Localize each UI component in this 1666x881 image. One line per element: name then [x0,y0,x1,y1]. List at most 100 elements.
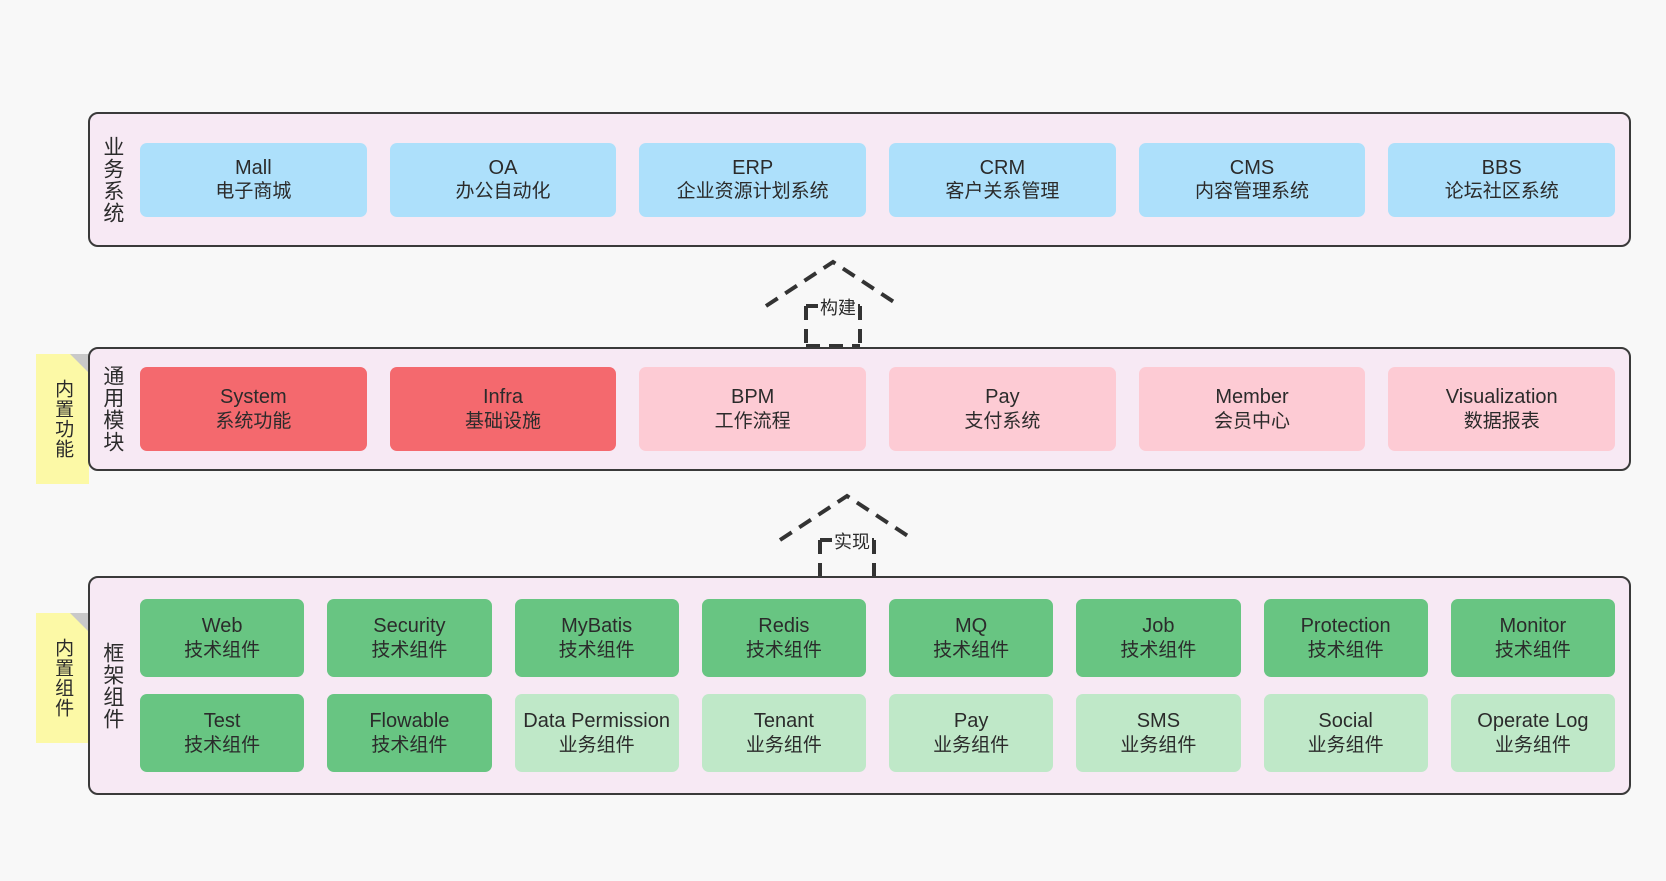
framework-tech-row: Web 技术组件 Security 技术组件 MyBatis 技术组件 Redi… [140,599,1615,677]
arrow-build: 构建 [758,258,908,348]
business-card-bbs[interactable]: BBS 论坛社区系统 [1388,142,1616,217]
framework-card-protection[interactable]: Protection 技术组件 [1263,599,1428,677]
card-title: Protection [1300,615,1391,638]
card-title: Web [201,615,243,638]
card-subtitle: 数据报表 [1463,410,1540,432]
note-fold-corner-icon [70,354,89,373]
module-card-visualization[interactable]: Visualization 数据报表 [1388,367,1616,451]
card-subtitle: 技术组件 [1494,639,1571,661]
card-subtitle: 技术组件 [371,734,448,756]
note-builtin-function: 内置功能 [36,354,89,484]
card-title: Test [203,710,241,733]
framework-card-sms[interactable]: SMS 业务组件 [1076,694,1241,772]
module-card-bpm[interactable]: BPM 工作流程 [639,367,867,451]
card-title: Redis [758,615,810,638]
card-subtitle: 业务组件 [745,734,822,756]
note-fold-corner-icon [70,613,89,632]
layer-common-modules-title: 通用模块 [100,365,124,453]
business-card-mall[interactable]: Mall 电子商城 [140,142,367,217]
card-subtitle: 技术组件 [745,639,822,661]
note-text: 内置组件 [52,638,74,718]
framework-card-mybatis[interactable]: MyBatis 技术组件 [514,599,679,677]
card-subtitle: 技术组件 [933,639,1010,661]
card-subtitle: 论坛社区系统 [1444,181,1559,203]
business-card-crm[interactable]: CRM 客户关系管理 [889,142,1116,217]
layer-framework-components-title: 框架组件 [100,641,124,730]
framework-card-tenant[interactable]: Tenant 业务组件 [701,694,866,772]
framework-business-row: Test 技术组件 Flowable 技术组件 Data Permission … [140,694,1615,772]
card-subtitle: 系统功能 [215,410,292,432]
card-title: Member [1215,386,1289,409]
card-subtitle: 工作流程 [714,410,791,432]
arrow-implement: 实现 [772,492,922,582]
framework-card-mq[interactable]: MQ 技术组件 [889,599,1054,677]
framework-card-operate-log[interactable]: Operate Log 业务组件 [1450,694,1615,772]
card-subtitle: 业务组件 [933,734,1010,756]
card-title: Pay [985,386,1020,409]
layer-framework-components-body: Web 技术组件 Security 技术组件 MyBatis 技术组件 Redi… [134,578,1629,793]
card-title: CRM [979,156,1026,179]
card-subtitle: 基础设施 [465,410,542,432]
card-title: Social [1318,710,1373,733]
card-subtitle: 业务组件 [558,734,635,756]
card-title: Visualization [1445,386,1558,409]
card-subtitle: 技术组件 [1307,639,1384,661]
card-subtitle: 电子商城 [215,181,292,203]
card-title: MyBatis [561,615,633,638]
card-title: Data Permission [523,710,670,733]
card-title: BBS [1481,156,1522,179]
card-title: ERP [732,156,774,179]
card-subtitle: 企业资源计划系统 [676,181,829,203]
business-card-oa[interactable]: OA 办公自动化 [389,142,617,217]
card-title: Pay [953,710,989,733]
business-card-erp[interactable]: ERP 企业资源计划系统 [639,142,867,217]
card-title: BPM [731,386,775,409]
card-subtitle: 技术组件 [371,639,448,661]
card-subtitle: 客户关系管理 [945,181,1060,203]
framework-card-web[interactable]: Web 技术组件 [140,599,305,677]
layer-business-systems: 业务系统 Mall 电子商城 OA 办公自动化 ERP 企业资源计划系统 CRM [88,112,1631,247]
framework-card-pay[interactable]: Pay 业务组件 [889,694,1054,772]
framework-card-flowable[interactable]: Flowable 技术组件 [327,694,492,772]
layer-business-systems-body: Mall 电子商城 OA 办公自动化 ERP 企业资源计划系统 CRM 客户关系… [134,114,1629,245]
layer-framework-components: 框架组件 Web 技术组件 Security 技术组件 MyBatis 技术组件… [88,576,1631,795]
arrow-head-dashed [764,259,902,308]
card-title: SMS [1136,710,1181,733]
card-subtitle: 办公自动化 [455,181,551,203]
card-subtitle: 支付系统 [964,410,1041,432]
card-title: System [219,386,287,409]
layer-business-systems-title: 业务系统 [100,135,124,224]
layer-common-modules-body: System 系统功能 Infra 基础设施 BPM 工作流程 Pay 支付系统… [134,349,1629,469]
card-title: OA [488,156,518,179]
arrow-implement-label: 实现 [832,528,872,554]
card-title: Infra [482,386,524,409]
note-builtin-component: 内置组件 [36,613,89,743]
card-title: Tenant [753,710,814,733]
common-modules-row: System 系统功能 Infra 基础设施 BPM 工作流程 Pay 支付系统… [140,367,1616,451]
card-subtitle: 技术组件 [1120,639,1197,661]
card-title: Monitor [1499,615,1567,638]
framework-card-job[interactable]: Job 技术组件 [1076,599,1241,677]
card-subtitle: 业务组件 [1307,734,1384,756]
framework-card-social[interactable]: Social 业务组件 [1263,694,1428,772]
framework-card-data-permission[interactable]: Data Permission 业务组件 [514,694,679,772]
note-text: 内置功能 [52,379,74,459]
card-subtitle: 业务组件 [1120,734,1197,756]
framework-card-redis[interactable]: Redis 技术组件 [701,599,866,677]
module-card-member[interactable]: Member 会员中心 [1138,367,1366,451]
framework-card-monitor[interactable]: Monitor 技术组件 [1450,599,1615,677]
card-subtitle: 会员中心 [1214,410,1291,432]
module-card-infra[interactable]: Infra 基础设施 [389,367,617,451]
module-card-pay[interactable]: Pay 支付系统 [889,367,1116,451]
layer-common-modules: 通用模块 System 系统功能 Infra 基础设施 BPM 工作流程 Pay [88,347,1631,471]
card-subtitle: 技术组件 [184,639,261,661]
arrow-head-dashed [778,493,916,542]
card-subtitle: 技术组件 [558,639,635,661]
framework-card-security[interactable]: Security 技术组件 [327,599,492,677]
module-card-system[interactable]: System 系统功能 [140,367,367,451]
business-card-cms[interactable]: CMS 内容管理系统 [1138,142,1366,217]
card-subtitle: 内容管理系统 [1195,181,1310,203]
framework-card-test[interactable]: Test 技术组件 [140,694,305,772]
card-subtitle: 业务组件 [1494,734,1571,756]
